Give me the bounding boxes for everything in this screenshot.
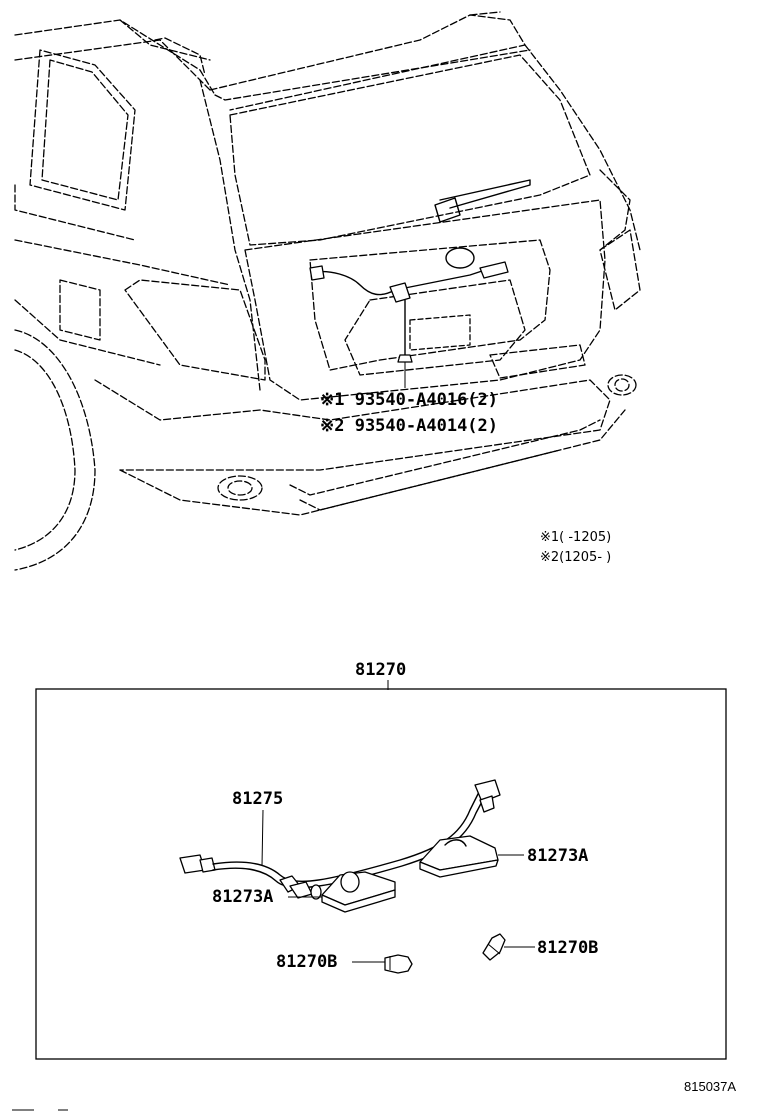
wedge-bulb-icon (482, 933, 506, 961)
wedge-bulb-icon (384, 954, 413, 974)
lamp-left-callout: 81273A (212, 887, 273, 907)
screw-icon (397, 354, 413, 388)
license-plate-lamp-icon (321, 871, 396, 913)
license-plate-lamp-icon (419, 835, 499, 878)
screw-callout-1: ※1 93540-A4016(2) (320, 390, 498, 410)
note-2: ※2(1205- ) (540, 550, 611, 565)
note-1: ※1( -1205) (540, 530, 611, 545)
vehicle-illustration (14, 11, 641, 571)
lamp-right-callout: 81273A (527, 846, 588, 866)
assembly-callout: 81270 (355, 660, 406, 680)
wire-callout: 81275 (232, 789, 283, 809)
bulb-right-callout: 81270B (537, 938, 598, 958)
wire-leader (261, 809, 264, 867)
assembly-box (35, 688, 727, 1060)
screw-callout-2: ※2 93540-A4014(2) (320, 416, 498, 436)
bulb-left-callout: 81270B (276, 952, 337, 972)
figure-reference: 815037A (684, 1079, 736, 1094)
